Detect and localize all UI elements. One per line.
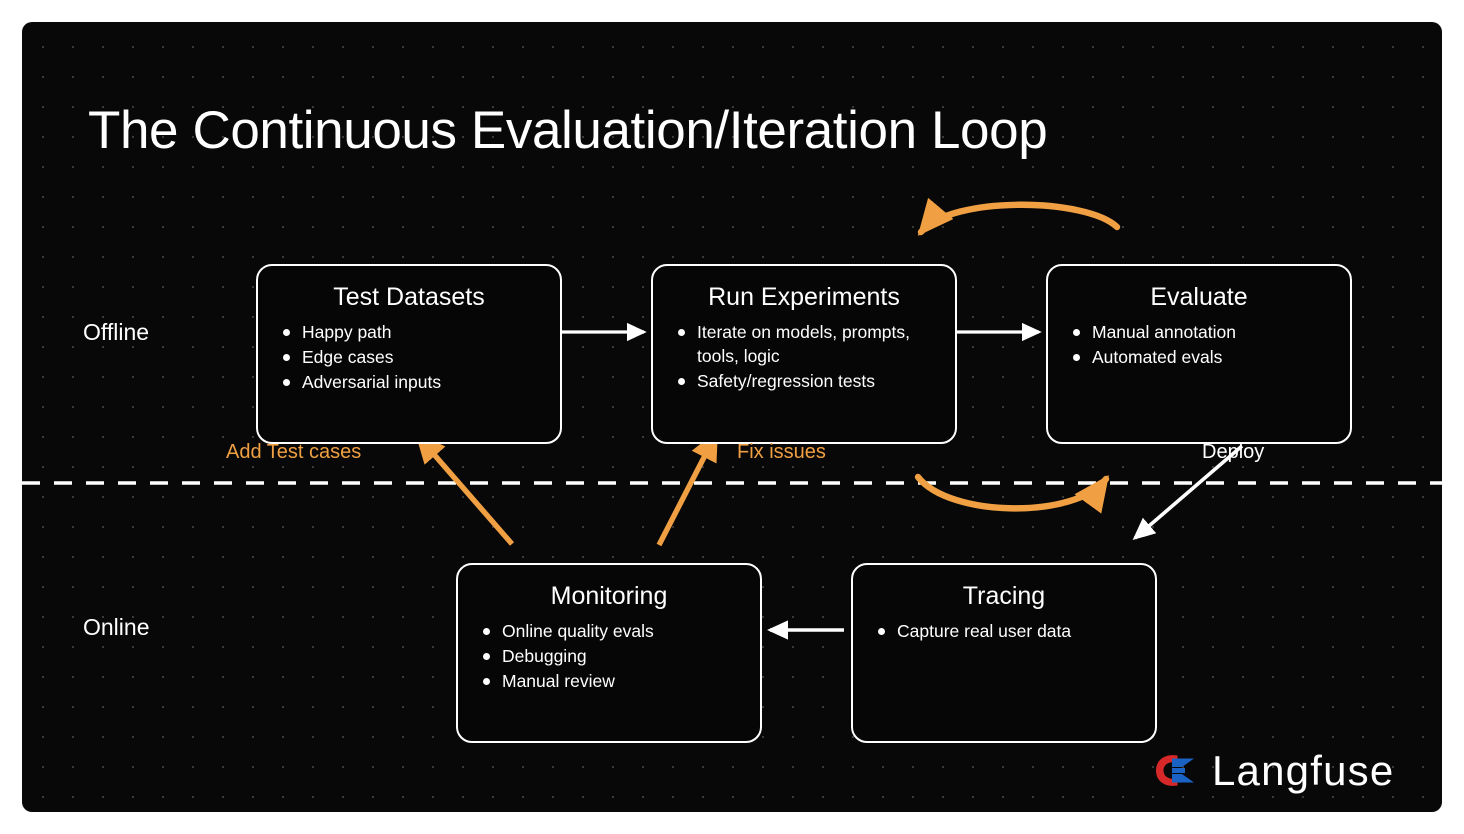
node-monitoring[interactable]: Monitoring Online quality evals Debuggin…: [456, 563, 762, 743]
list-item: Capture real user data: [875, 619, 1141, 643]
node-bullet-list: Capture real user data: [853, 619, 1155, 643]
langfuse-wordmark: Langfuse: [1212, 747, 1395, 794]
edge-label-deploy: Deploy: [1202, 441, 1265, 463]
edge-monitoring-to-test-datasets: [415, 432, 515, 546]
node-bullet-list: Online quality evals Debugging Manual re…: [458, 619, 760, 693]
node-bullet-list: Happy path Edge cases Adversarial inputs: [258, 320, 560, 394]
node-run-experiments[interactable]: Run Experiments Iterate on models, promp…: [651, 264, 957, 444]
list-item: Edge cases: [280, 345, 546, 369]
edge-loop-evaluate-to-run-experiments: [917, 197, 1121, 236]
list-item: Manual review: [480, 669, 746, 693]
edge-monitoring-to-run-experiments: [656, 430, 719, 547]
list-item: Automated evals: [1070, 345, 1336, 369]
node-title: Test Datasets: [333, 283, 485, 311]
page-title: The Continuous Evaluation/Iteration Loop: [88, 101, 1048, 160]
edge-loop-run-experiments-to-evaluate: [914, 473, 1110, 514]
list-item: Safety/regression tests: [675, 369, 941, 393]
list-item: Iterate on models, prompts, tools, logic: [675, 320, 941, 368]
langfuse-logo: Langfuse: [1152, 747, 1394, 795]
edge-label-fix-issues: Fix issues: [737, 441, 826, 463]
node-title: Evaluate: [1150, 283, 1248, 311]
diagram-canvas: The Continuous Evaluation/Iteration Loop…: [22, 22, 1442, 812]
node-evaluate[interactable]: Evaluate Manual annotation Automated eva…: [1046, 264, 1352, 444]
list-item: Debugging: [480, 644, 746, 668]
edge-label-add-test-cases: Add Test cases: [226, 441, 362, 463]
node-title: Tracing: [962, 582, 1046, 610]
list-item: Happy path: [280, 320, 546, 344]
node-bullet-list: Iterate on models, prompts, tools, logic…: [653, 320, 955, 393]
list-item: Online quality evals: [480, 619, 746, 643]
phase-label-online: Online: [83, 614, 150, 640]
node-title: Run Experiments: [708, 283, 900, 311]
node-title: Monitoring: [550, 582, 668, 610]
node-bullet-list: Manual annotation Automated evals: [1048, 320, 1350, 369]
phase-label-offline: Offline: [83, 319, 150, 345]
node-tracing[interactable]: Tracing Capture real user data: [851, 563, 1157, 743]
list-item: Adversarial inputs: [280, 370, 546, 394]
langfuse-mark-icon: [1156, 755, 1194, 786]
list-item: Manual annotation: [1070, 320, 1336, 344]
node-test-datasets[interactable]: Test Datasets Happy path Edge cases Adve…: [256, 264, 562, 444]
